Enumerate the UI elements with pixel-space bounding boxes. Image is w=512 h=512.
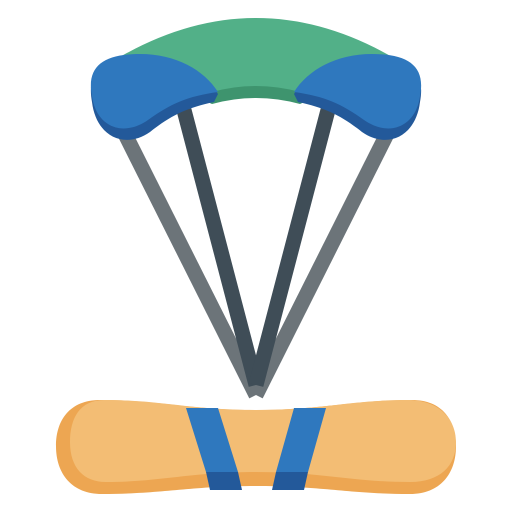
strap-left — [186, 408, 238, 472]
strap-right-shadow — [272, 472, 308, 490]
strap-left-shadow — [206, 472, 242, 490]
kite-lines-inner — [176, 108, 336, 387]
kite-line-right-outer — [249, 128, 395, 399]
kite-canopy-left-wing — [90, 54, 218, 129]
kite-line-left-inner — [176, 108, 264, 387]
kite-canopy-right-wing — [294, 54, 422, 129]
kite-canopy — [90, 18, 422, 140]
strap-right — [276, 408, 326, 472]
kite-lines-outer — [117, 128, 395, 399]
kiteboard-top — [70, 400, 456, 482]
kite-line-left-outer — [117, 128, 263, 399]
board-straps — [186, 408, 326, 490]
kiteboard — [56, 400, 456, 494]
kite-line-right-inner — [248, 108, 336, 387]
